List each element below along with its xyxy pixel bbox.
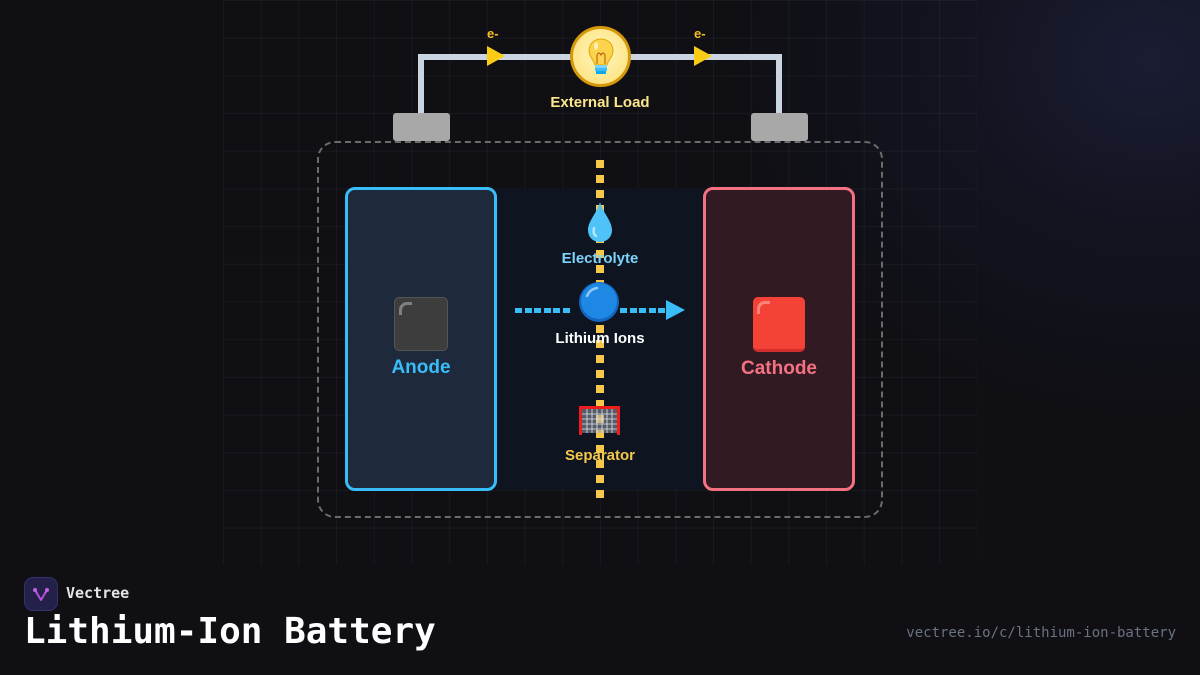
separator-dot [596, 370, 604, 378]
electron-arrow-right [694, 46, 712, 66]
separator-dot [596, 355, 604, 363]
cathode: Cathode [703, 187, 855, 491]
ion-flow-dot [639, 308, 646, 313]
ion-flow-dot [562, 308, 570, 313]
ion-flow-arrow [666, 300, 685, 320]
separator-dot [596, 400, 604, 408]
separator-dot [596, 250, 604, 258]
separator-dot [596, 265, 604, 273]
ion-flow-dot [543, 308, 551, 313]
vectree-logo [24, 577, 58, 611]
electrolyte-label: Electrolyte [561, 250, 639, 267]
ion-flow-dot [524, 308, 532, 313]
blue-circle-icon [579, 282, 619, 322]
goal-net-icon [579, 406, 620, 435]
ion-flow-dot [620, 308, 627, 313]
separator-dot [596, 385, 604, 393]
external-load-label: External Load [550, 94, 650, 111]
separator-dot [596, 175, 604, 183]
separator-dot [596, 325, 604, 333]
cathode-terminal [751, 113, 808, 141]
anode-label: Anode [391, 357, 451, 378]
separator-dot [596, 475, 604, 483]
separator-dot [596, 490, 604, 498]
electron-label-right: e- [694, 26, 706, 41]
cathode-label: Cathode [741, 357, 817, 379]
light-bulb-icon [587, 37, 614, 74]
electron-arrow-left [487, 46, 505, 66]
ion-flow-dot [648, 308, 656, 313]
brand-name: Vectree [66, 584, 130, 602]
separator-dot [596, 190, 604, 198]
separator-dot [596, 445, 604, 453]
external-load [570, 26, 631, 87]
separator-dot [596, 340, 604, 348]
separator-dot [596, 460, 604, 468]
vectree-logo-icon [33, 588, 49, 601]
ion-flow-dot [553, 308, 560, 313]
page-title: Lithium-Ion Battery [24, 611, 436, 652]
red-square-icon [753, 296, 805, 352]
ion-flow-dot [515, 308, 522, 313]
electron-label-left: e- [487, 26, 499, 41]
battery-casing [317, 141, 883, 518]
anode-terminal [393, 113, 450, 141]
anode: Anode [345, 187, 497, 491]
ion-flow-dot [658, 308, 665, 313]
lithium-ions-label: Lithium Ions [555, 330, 645, 347]
ion-flow-dot [534, 308, 541, 313]
separator-dot [596, 160, 604, 168]
droplet-icon [588, 202, 612, 242]
wire-left-vertical [418, 54, 424, 116]
separator-label: Separator [564, 447, 636, 464]
separator-dot [596, 430, 604, 438]
wire-right-vertical [776, 54, 782, 116]
page-url[interactable]: vectree.io/c/lithium-ion-battery [906, 625, 1176, 641]
black-square-icon [394, 297, 448, 351]
ion-flow-dot [629, 308, 637, 313]
